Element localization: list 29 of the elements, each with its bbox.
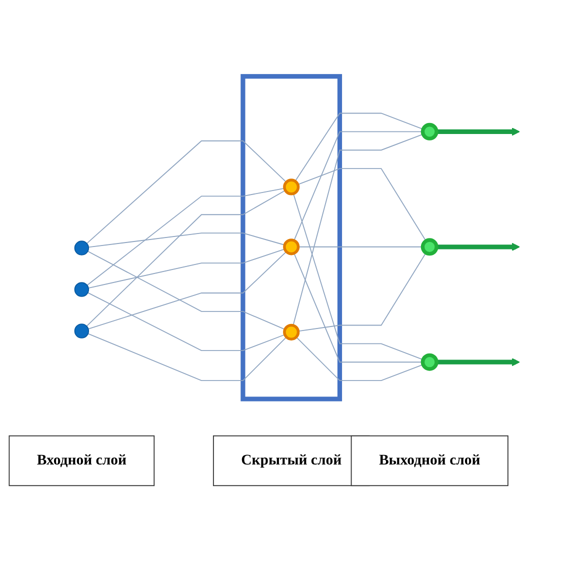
connector [296, 336, 424, 381]
node-circle [74, 240, 90, 256]
arrow [436, 128, 520, 136]
connector [86, 188, 285, 286]
connector [298, 246, 424, 248]
arrow [436, 242, 520, 251]
connector [87, 292, 286, 352]
node-circle [283, 178, 300, 196]
connector [88, 333, 287, 381]
node-circle [74, 324, 90, 338]
connector [292, 134, 424, 326]
node-circle [420, 238, 438, 256]
node-box: Входной слой [8, 435, 155, 486]
node-circle [283, 324, 300, 340]
connector [292, 193, 424, 360]
connector [86, 190, 286, 327]
node-box: Выходной слой [350, 435, 508, 486]
node-circle [420, 353, 438, 371]
connector [88, 248, 286, 288]
connector [298, 252, 426, 332]
connector [294, 112, 424, 182]
node-circle [74, 282, 90, 297]
node-circle [283, 238, 300, 256]
connector [86, 140, 287, 244]
connector [88, 232, 286, 248]
connector [297, 168, 426, 242]
cluster [240, 74, 342, 402]
node-circle [420, 122, 438, 140]
arrow [436, 358, 520, 366]
